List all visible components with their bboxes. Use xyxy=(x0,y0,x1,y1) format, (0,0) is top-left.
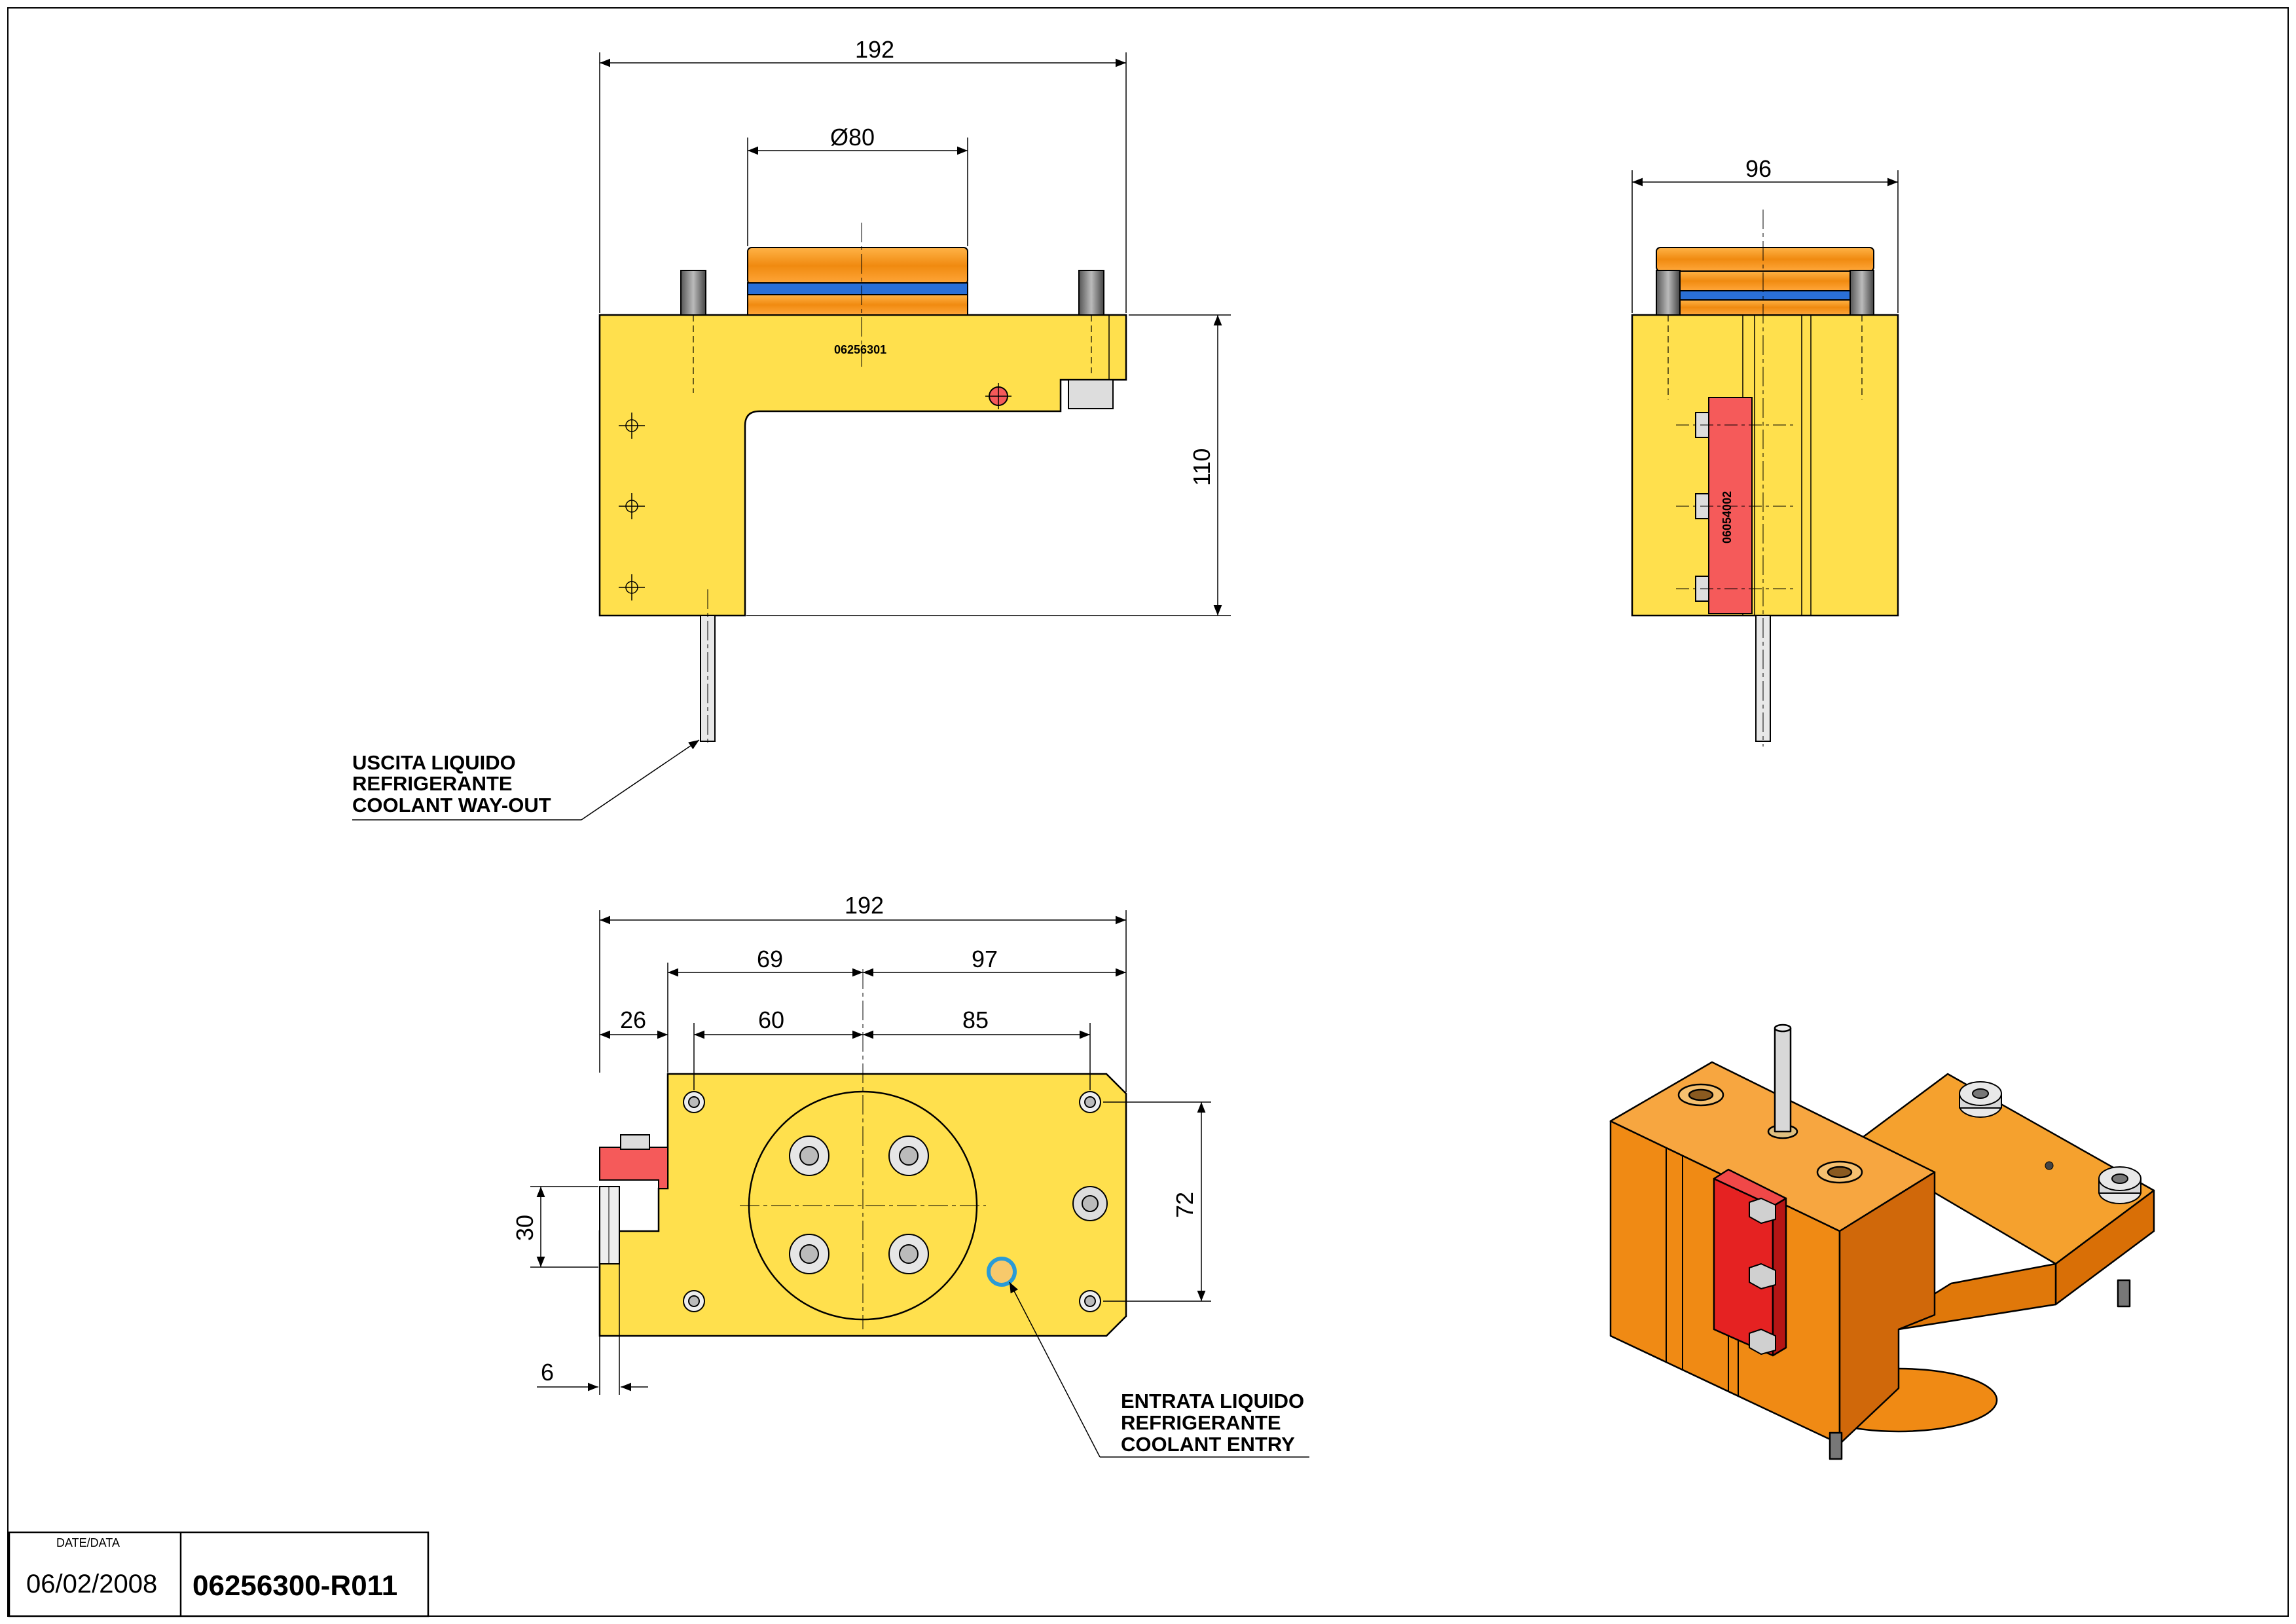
side-clamp-bar xyxy=(1708,397,1753,614)
front-hole-markers xyxy=(619,413,645,600)
side-part-number: 06054002 xyxy=(1721,491,1734,544)
top-dim-60: 60 xyxy=(758,1006,784,1033)
top-fitting xyxy=(1072,1186,1108,1221)
top-view: 192 69 97 26 60 85 72 30 6 xyxy=(511,892,1211,1395)
side-dim-96: 96 xyxy=(1745,155,1772,182)
side-view: 06054002 96 xyxy=(1631,155,1899,747)
top-dim-26: 26 xyxy=(620,1006,646,1033)
svg-text:REFRIGERANTE: REFRIGERANTE xyxy=(352,772,513,795)
sheet-border xyxy=(7,7,2289,1617)
front-coolant-port xyxy=(985,383,1011,409)
front-dim-192: 192 xyxy=(855,36,894,63)
top-jaw xyxy=(599,1186,620,1264)
top-dim-30: 30 xyxy=(511,1215,538,1241)
title-block: DATE/DATA 06/02/2008 06256300-R011 xyxy=(8,1531,429,1617)
front-bolt-right xyxy=(1078,270,1104,316)
top-dim-85: 85 xyxy=(962,1006,989,1033)
top-dim-6: 6 xyxy=(541,1359,554,1386)
top-flange-screws xyxy=(789,1135,929,1274)
top-coolant-entry xyxy=(987,1257,1017,1287)
side-body xyxy=(1631,314,1899,617)
top-clamp xyxy=(599,1147,668,1189)
front-fitting xyxy=(1068,379,1114,409)
svg-text:COOLANT WAY-OUT: COOLANT WAY-OUT xyxy=(352,794,551,817)
top-dim-72: 72 xyxy=(1171,1192,1198,1218)
svg-text:COOLANT ENTRY: COOLANT ENTRY xyxy=(1121,1433,1295,1456)
coolant-in-note: ENTRATA LIQUIDO REFRIGERANTE COOLANT ENT… xyxy=(1009,1282,1309,1458)
front-part-number: 06256301 xyxy=(834,343,886,356)
isometric-view xyxy=(1609,1024,2155,1460)
top-dim-69: 69 xyxy=(757,946,783,972)
title-date-label: DATE/DATA xyxy=(56,1536,120,1549)
side-screws xyxy=(1676,412,1794,602)
coolant-out-note: USCITA LIQUIDO REFRIGERANTE COOLANT WAY-… xyxy=(352,739,700,821)
top-dim-97: 97 xyxy=(972,946,998,972)
front-body xyxy=(598,314,1127,617)
title-date-value: 06/02/2008 xyxy=(26,1570,157,1598)
top-corner-holes xyxy=(683,1091,1101,1312)
front-view: 06256301 192 Ø80 110 xyxy=(598,36,1231,747)
svg-text:USCITA LIQUIDO: USCITA LIQUIDO xyxy=(352,751,516,774)
svg-text:ENTRATA LIQUIDO: ENTRATA LIQUIDO xyxy=(1121,1390,1304,1412)
front-dim-110: 110 xyxy=(1188,449,1215,486)
front-dim-diameter: Ø80 xyxy=(830,124,875,151)
front-bolt-left xyxy=(680,270,706,316)
svg-text:REFRIGERANTE: REFRIGERANTE xyxy=(1121,1411,1281,1434)
title-drawing-code: 06256300-R011 xyxy=(192,1570,397,1602)
top-dim-192: 192 xyxy=(845,892,884,919)
side-outlet-tube xyxy=(1755,615,1771,742)
front-flange xyxy=(747,247,968,316)
